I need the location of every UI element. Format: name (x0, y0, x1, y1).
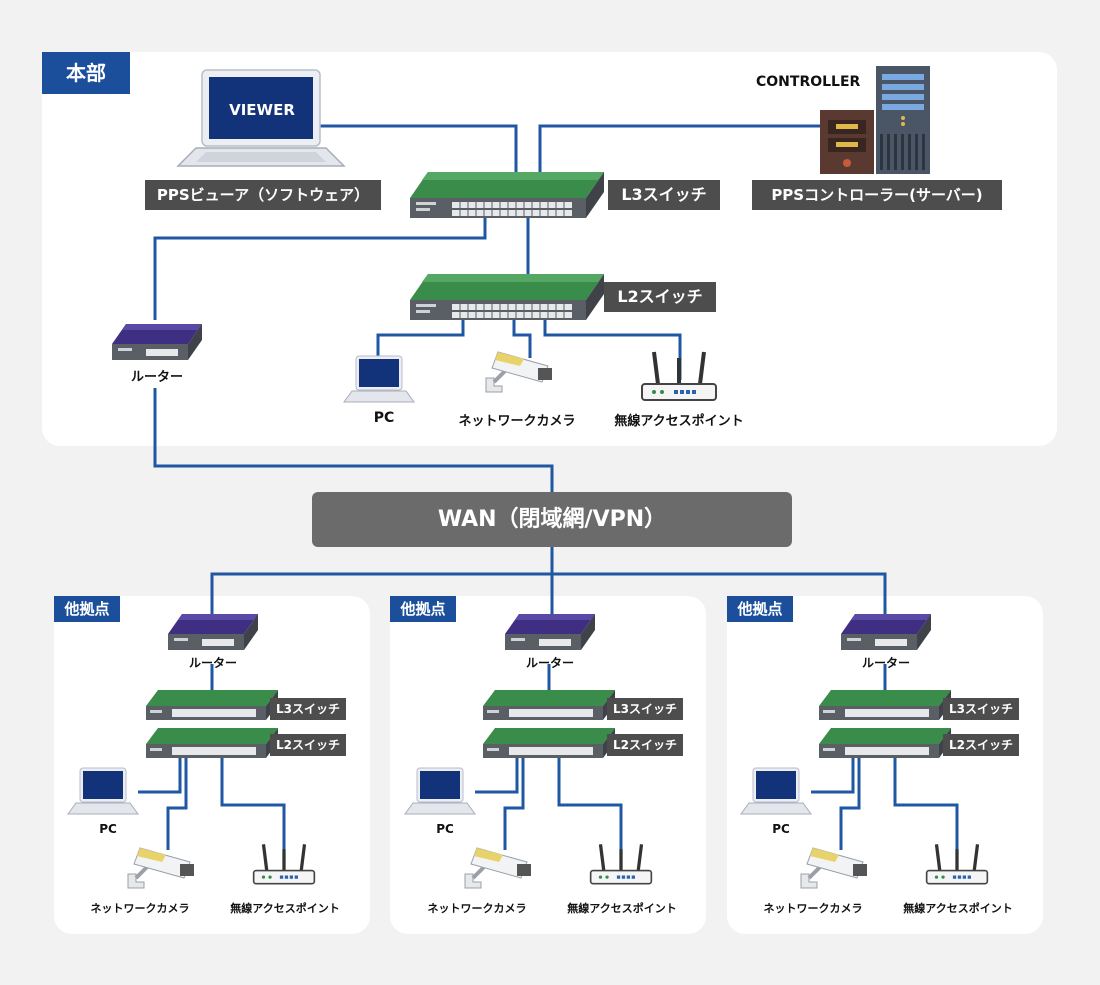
network-switch-icon (410, 274, 604, 320)
site-1-l3-label: L3スイッチ (270, 698, 346, 720)
wireless-access-point-icon (252, 844, 316, 885)
site-2-pc-label: PC (436, 822, 454, 836)
site-3-camera-label: ネットワークカメラ (763, 902, 863, 915)
viewer-screen-text: VIEWER (229, 101, 295, 119)
controller-caption: CONTROLLER (756, 74, 861, 90)
site-2-l3-label: L3スイッチ (607, 698, 683, 720)
router-icon (168, 614, 258, 650)
network-switch-icon (146, 728, 278, 758)
security-camera-icon (127, 847, 194, 889)
wireless-access-point-icon (925, 844, 989, 885)
hq-ap-label: 無線アクセスポイント (614, 414, 744, 429)
router-icon (505, 614, 595, 650)
laptop-icon (343, 355, 415, 403)
hq-tag: 本部 (42, 52, 130, 94)
laptop-icon (176, 69, 346, 167)
network-switch-icon (483, 690, 615, 720)
controller-label: PPSコントローラー(サーバー) (752, 180, 1002, 210)
site-1-router-label: ルーター (188, 656, 237, 670)
site-panel-2 (390, 596, 706, 934)
laptop-icon (67, 767, 139, 815)
viewer-label: PPSビューア（ソフトウェア） (145, 180, 381, 210)
network-switch-icon (819, 728, 951, 758)
site-3-l3-label: L3スイッチ (943, 698, 1019, 720)
site-panel-3 (727, 596, 1043, 934)
site-3-pc-label: PC (772, 822, 790, 836)
router-icon (841, 614, 931, 650)
hq-router-label: ルーター (130, 370, 183, 385)
site-1-pc-label: PC (99, 822, 117, 836)
hq-pc-label: PC (373, 410, 395, 426)
site-panel-1 (54, 596, 370, 934)
site-2-tag: 他拠点 (390, 596, 456, 622)
hq-camera-label: ネットワークカメラ (458, 414, 576, 429)
site-1-ap-label: 無線アクセスポイント (230, 902, 340, 915)
security-camera-icon (800, 847, 867, 889)
site-1-tag: 他拠点 (54, 596, 120, 622)
network-switch-icon (819, 690, 951, 720)
network-switch-icon (410, 172, 604, 218)
network-switch-icon (483, 728, 615, 758)
site-3-l2-label: L2スイッチ (943, 734, 1019, 756)
site-3-tag: 他拠点 (727, 596, 793, 622)
server-icon (820, 66, 930, 174)
hq-l2-label: L2スイッチ (604, 282, 716, 312)
site-2-l2-label: L2スイッチ (607, 734, 683, 756)
router-icon (112, 324, 202, 360)
site-2-ap-label: 無線アクセスポイント (567, 902, 677, 915)
wireless-access-point-icon (641, 351, 717, 401)
laptop-icon (404, 767, 476, 815)
site-1-camera-label: ネットワークカメラ (90, 902, 190, 915)
security-camera-icon (485, 351, 552, 393)
hq-l3-label: L3スイッチ (608, 180, 720, 210)
wan-box: WAN（閉域網/VPN） (312, 492, 792, 547)
site-3-ap-label: 無線アクセスポイント (903, 902, 1013, 915)
security-camera-icon (464, 847, 531, 889)
network-switch-icon (146, 690, 278, 720)
laptop-icon (740, 767, 812, 815)
site-1-l2-label: L2スイッチ (270, 734, 346, 756)
site-3-router-label: ルーター (861, 656, 910, 670)
site-2-camera-label: ネットワークカメラ (427, 902, 527, 915)
wireless-access-point-icon (589, 844, 653, 885)
site-2-router-label: ルーター (525, 656, 574, 670)
